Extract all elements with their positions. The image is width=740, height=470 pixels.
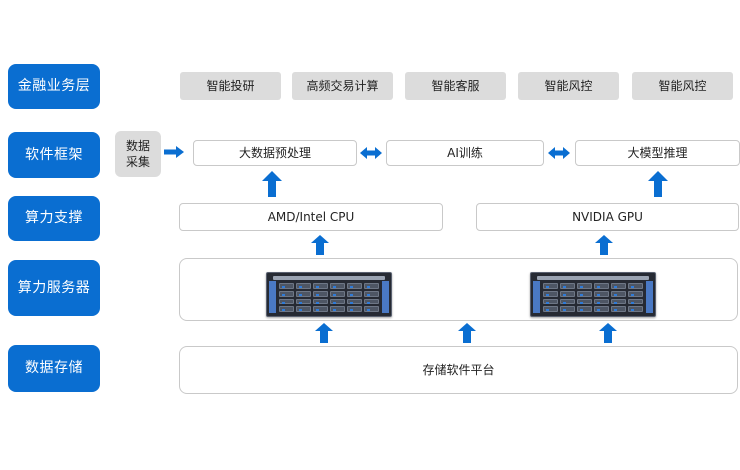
- arrow-double-icon: [548, 147, 570, 159]
- framework-inference: 大模型推理: [575, 140, 740, 166]
- compute-cpu: AMD/Intel CPU: [179, 203, 443, 231]
- rack-server-icon: [266, 272, 392, 317]
- rack-server-icon: [530, 272, 656, 317]
- arrow-up-icon: [311, 235, 329, 255]
- app-smart-service: 智能客服: [405, 72, 506, 100]
- app-smart-risk-1: 智能风控: [518, 72, 619, 100]
- data-collection-box: 数据 采集: [115, 131, 161, 177]
- layer-compute-server: 算力服务器: [8, 260, 100, 316]
- framework-training: AI训练: [386, 140, 544, 166]
- arrow-up-icon: [595, 235, 613, 255]
- arrow-up-icon: [599, 323, 617, 343]
- layer-data-storage: 数据存储: [8, 345, 100, 392]
- arrow-up-icon: [315, 323, 333, 343]
- app-hft-computing: 高频交易计算: [292, 72, 393, 100]
- app-smart-research: 智能投研: [180, 72, 281, 100]
- layer-compute-support: 算力支撑: [8, 196, 100, 241]
- layer-software-framework: 软件框架: [8, 132, 100, 178]
- arrow-double-icon: [360, 147, 382, 159]
- arrow-up-icon: [262, 171, 282, 197]
- layer-business: 金融业务层: [8, 64, 100, 109]
- arrow-up-icon: [458, 323, 476, 343]
- compute-gpu: NVIDIA GPU: [476, 203, 739, 231]
- arrow-right-icon: [164, 146, 184, 158]
- app-smart-risk-2: 智能风控: [632, 72, 733, 100]
- data-collection-line2: 采集: [125, 155, 150, 169]
- framework-preprocess: 大数据预处理: [193, 140, 357, 166]
- storage-platform: 存储软件平台: [179, 346, 738, 394]
- data-collection-line1: 数据: [125, 139, 150, 153]
- arrow-up-icon: [648, 171, 668, 197]
